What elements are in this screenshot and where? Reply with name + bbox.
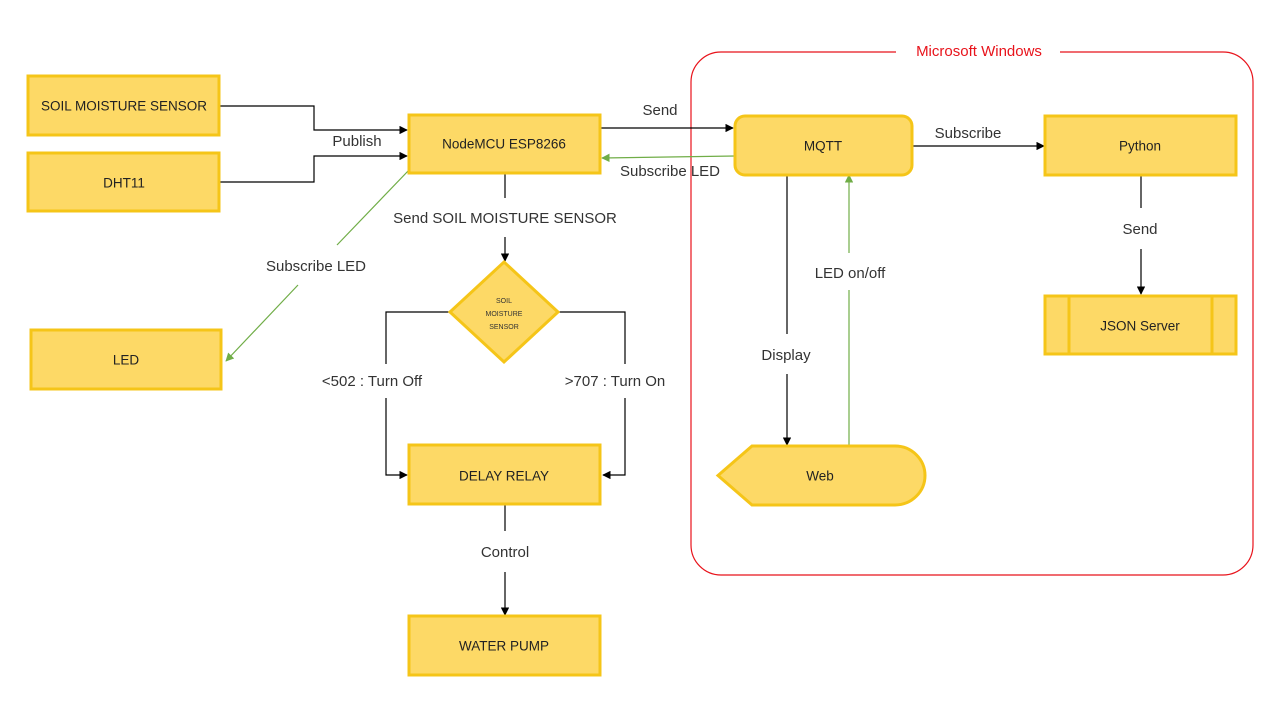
svg-text:MOISTURE: MOISTURE	[486, 311, 523, 318]
svg-text:SENSOR: SENSOR	[489, 324, 519, 331]
edge-label-send-json: Send	[1122, 221, 1157, 238]
edge-label-subscribe-led-mqtt: Subscribe LED	[620, 163, 720, 180]
svg-text:WATER PUMP: WATER PUMP	[459, 639, 549, 654]
svg-text:SOIL MOISTURE SENSOR: SOIL MOISTURE SENSOR	[41, 99, 207, 114]
svg-text:Python: Python	[1119, 139, 1161, 154]
svg-text:DELAY RELAY: DELAY RELAY	[459, 469, 549, 484]
edge-label-turn-off: <502 : Turn Off	[322, 373, 423, 390]
edge-label-control: Control	[481, 544, 529, 561]
edge-label-subscribe-python: Subscribe	[935, 125, 1002, 142]
edge-nodemcu-to-led-lower	[225, 284, 299, 362]
windows-group-label: Microsoft Windows	[916, 43, 1042, 60]
edge-dht11-to-nodemcu	[219, 151, 408, 183]
node-web: Web	[715, 444, 927, 507]
edge-turn-off-to-relay	[385, 398, 408, 480]
node-decision-soil-moisture: SOIL MOISTURE SENSOR	[447, 259, 561, 365]
edge-label-publish: Publish	[332, 133, 381, 150]
node-delay-relay: DELAY RELAY	[407, 443, 602, 506]
svg-text:JSON Server: JSON Server	[1100, 319, 1180, 334]
node-python: Python	[1043, 114, 1238, 177]
svg-text:SOIL: SOIL	[496, 298, 512, 305]
edge-label-led-onoff: LED on/off	[815, 265, 886, 282]
edge-decision-turn-on	[559, 311, 626, 364]
edge-decision-turn-off	[385, 311, 449, 364]
svg-text:LED: LED	[113, 353, 140, 368]
edge-mqtt-to-nodemcu-led	[601, 153, 736, 163]
node-mqtt: MQTT	[733, 114, 914, 177]
edge-label-turn-on: >707 : Turn On	[565, 373, 665, 390]
node-soil-moisture-sensor: SOIL MOISTURE SENSOR	[26, 74, 221, 137]
edge-label-display: Display	[761, 347, 811, 364]
node-water-pump: WATER PUMP	[407, 614, 602, 677]
svg-text:NodeMCU ESP8266: NodeMCU ESP8266	[442, 137, 566, 152]
edge-label-subscribe-led-led: Subscribe LED	[266, 258, 366, 275]
node-dht11: DHT11	[26, 151, 221, 213]
svg-text:Web: Web	[806, 469, 834, 484]
svg-text:MQTT: MQTT	[804, 139, 842, 154]
edge-soil-to-nodemcu	[219, 105, 408, 135]
edge-label-send-soil: Send SOIL MOISTURE SENSOR	[393, 210, 617, 227]
node-json-server: JSON Server	[1043, 294, 1238, 356]
edge-nodemcu-to-led	[336, 169, 410, 246]
svg-text:DHT11: DHT11	[103, 176, 145, 191]
edge-label-send-mqtt: Send	[642, 102, 677, 119]
edge-turn-on-to-relay	[602, 398, 626, 480]
node-nodemcu: NodeMCU ESP8266	[407, 113, 602, 175]
node-led: LED	[29, 328, 223, 391]
